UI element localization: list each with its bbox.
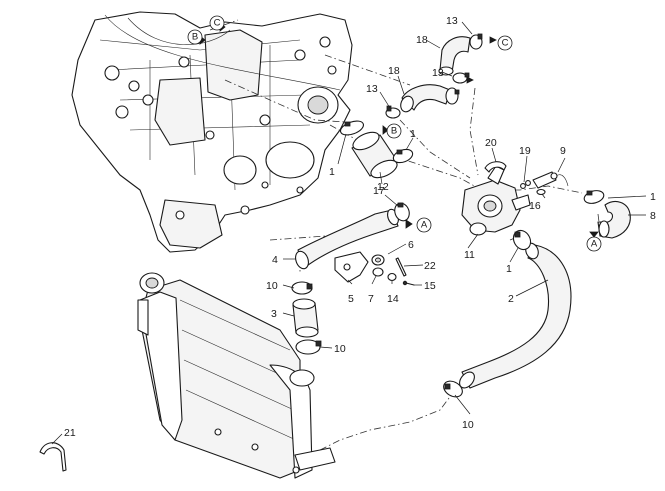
callout-18-middle: 18	[388, 65, 400, 77]
callout-20: 20	[485, 137, 497, 149]
clamp-13-top	[469, 33, 483, 50]
callout-19: 19	[519, 145, 531, 157]
hose-2	[459, 242, 572, 389]
thermostat-housing-11	[461, 165, 531, 236]
callout-11: 11	[464, 249, 475, 261]
callout-12: 12	[377, 181, 389, 193]
hose-8	[597, 201, 631, 239]
clamp-1-hose17-bottom	[392, 148, 414, 164]
clamp-13-middle-b	[445, 87, 460, 105]
hose-4	[295, 208, 399, 270]
callout-6: 6	[408, 239, 414, 251]
callout-4: 4	[272, 254, 278, 266]
hose-18-top	[438, 36, 471, 76]
callout-5: 5	[348, 293, 354, 305]
clamp-1-lower	[512, 229, 532, 251]
callout-labels: 13 18 13 18 13 1 1 17 12 20 19 9 16 11 1…	[64, 15, 656, 439]
ref-label-a-2: A	[591, 239, 598, 250]
callout-3: 3	[271, 308, 277, 320]
ref-marker-a-2: A	[586, 236, 602, 252]
clamp-10-upper-a	[291, 281, 313, 295]
callout-10-upper: 10	[266, 280, 278, 292]
callout-7: 7	[368, 293, 374, 305]
ref-label-c-1: C	[214, 18, 221, 29]
callout-13-top: 13	[446, 15, 458, 27]
clamp-10-upper-b	[295, 339, 322, 355]
ref-marker-a-1: A	[416, 217, 432, 233]
leader-lines	[51, 21, 647, 445]
ref-marker-c-1: C	[209, 15, 225, 31]
o-ring-16	[536, 188, 546, 196]
temperature-sensor-9	[532, 171, 569, 189]
callout-14: 14	[387, 293, 399, 305]
callout-22: 22	[424, 260, 436, 272]
pin-22	[395, 257, 407, 277]
clamp-1-hose17-top	[339, 120, 365, 136]
ref-marker-c-2: C	[497, 35, 513, 51]
callout-1-left: 1	[329, 166, 335, 178]
callout-21: 21	[64, 427, 76, 439]
seal-21	[39, 442, 67, 472]
callout-18-top: 18	[416, 34, 428, 46]
callout-13-middle: 13	[432, 67, 444, 79]
ref-label-c-2: C	[502, 38, 509, 49]
hose-18-middle	[400, 84, 451, 113]
callout-2: 2	[508, 293, 514, 305]
ref-label-b-1: B	[192, 32, 198, 43]
callout-13-lower: 13	[366, 83, 378, 95]
damper-7	[372, 267, 384, 277]
clamp-13-middle-a	[385, 105, 401, 119]
hose-17	[351, 131, 399, 179]
hose-3	[292, 298, 319, 338]
bushing-14	[387, 272, 397, 282]
callout-10-middle: 10	[334, 343, 346, 355]
ref-marker-b-1: B	[187, 29, 203, 45]
callout-9: 9	[560, 145, 566, 157]
ref-label-b-2: B	[391, 126, 397, 137]
ref-label-a-1: A	[421, 220, 428, 231]
callout-1-hose17: 1	[410, 128, 416, 140]
callout-8: 8	[650, 210, 656, 222]
callout-15: 15	[424, 280, 436, 292]
radiator	[137, 272, 336, 479]
callout-1-right: 1	[650, 191, 656, 203]
callout-1-lower: 1	[506, 263, 512, 275]
callout-10-lower: 10	[462, 419, 474, 431]
callout-16: 16	[529, 200, 541, 212]
clamp-12	[394, 202, 410, 222]
engine-block	[71, 11, 353, 253]
clamp-1-right	[583, 190, 605, 204]
washer-19	[520, 180, 531, 189]
bracket-5	[334, 251, 369, 283]
damper-6	[371, 254, 385, 266]
callout-17: 17	[373, 185, 385, 197]
clamp-10-lower	[443, 380, 463, 398]
ref-marker-b-2: B	[386, 123, 402, 139]
clip-20	[484, 161, 507, 173]
screw-15	[402, 280, 415, 286]
